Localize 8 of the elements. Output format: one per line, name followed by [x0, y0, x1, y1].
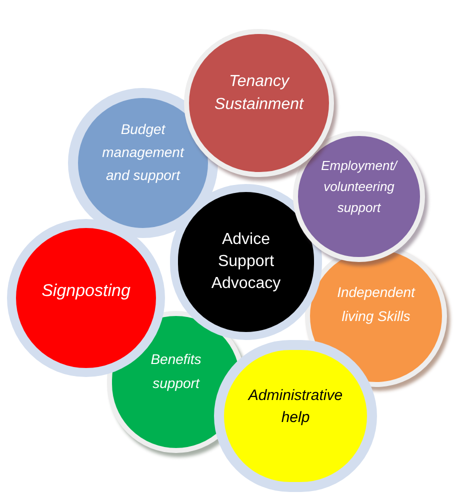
- node-label: Advice Support Advocacy: [210, 230, 282, 294]
- node-label: Independent living Skills: [336, 283, 416, 326]
- node-label: Signposting: [40, 280, 132, 302]
- node-label: Employment/ volunteering support: [320, 157, 399, 217]
- node-label: Benefits support: [150, 350, 202, 393]
- node-label: Administrative help: [246, 386, 344, 428]
- node-label: Budget management and support: [101, 120, 186, 185]
- node-label: Tenancy Sustainment: [214, 72, 305, 115]
